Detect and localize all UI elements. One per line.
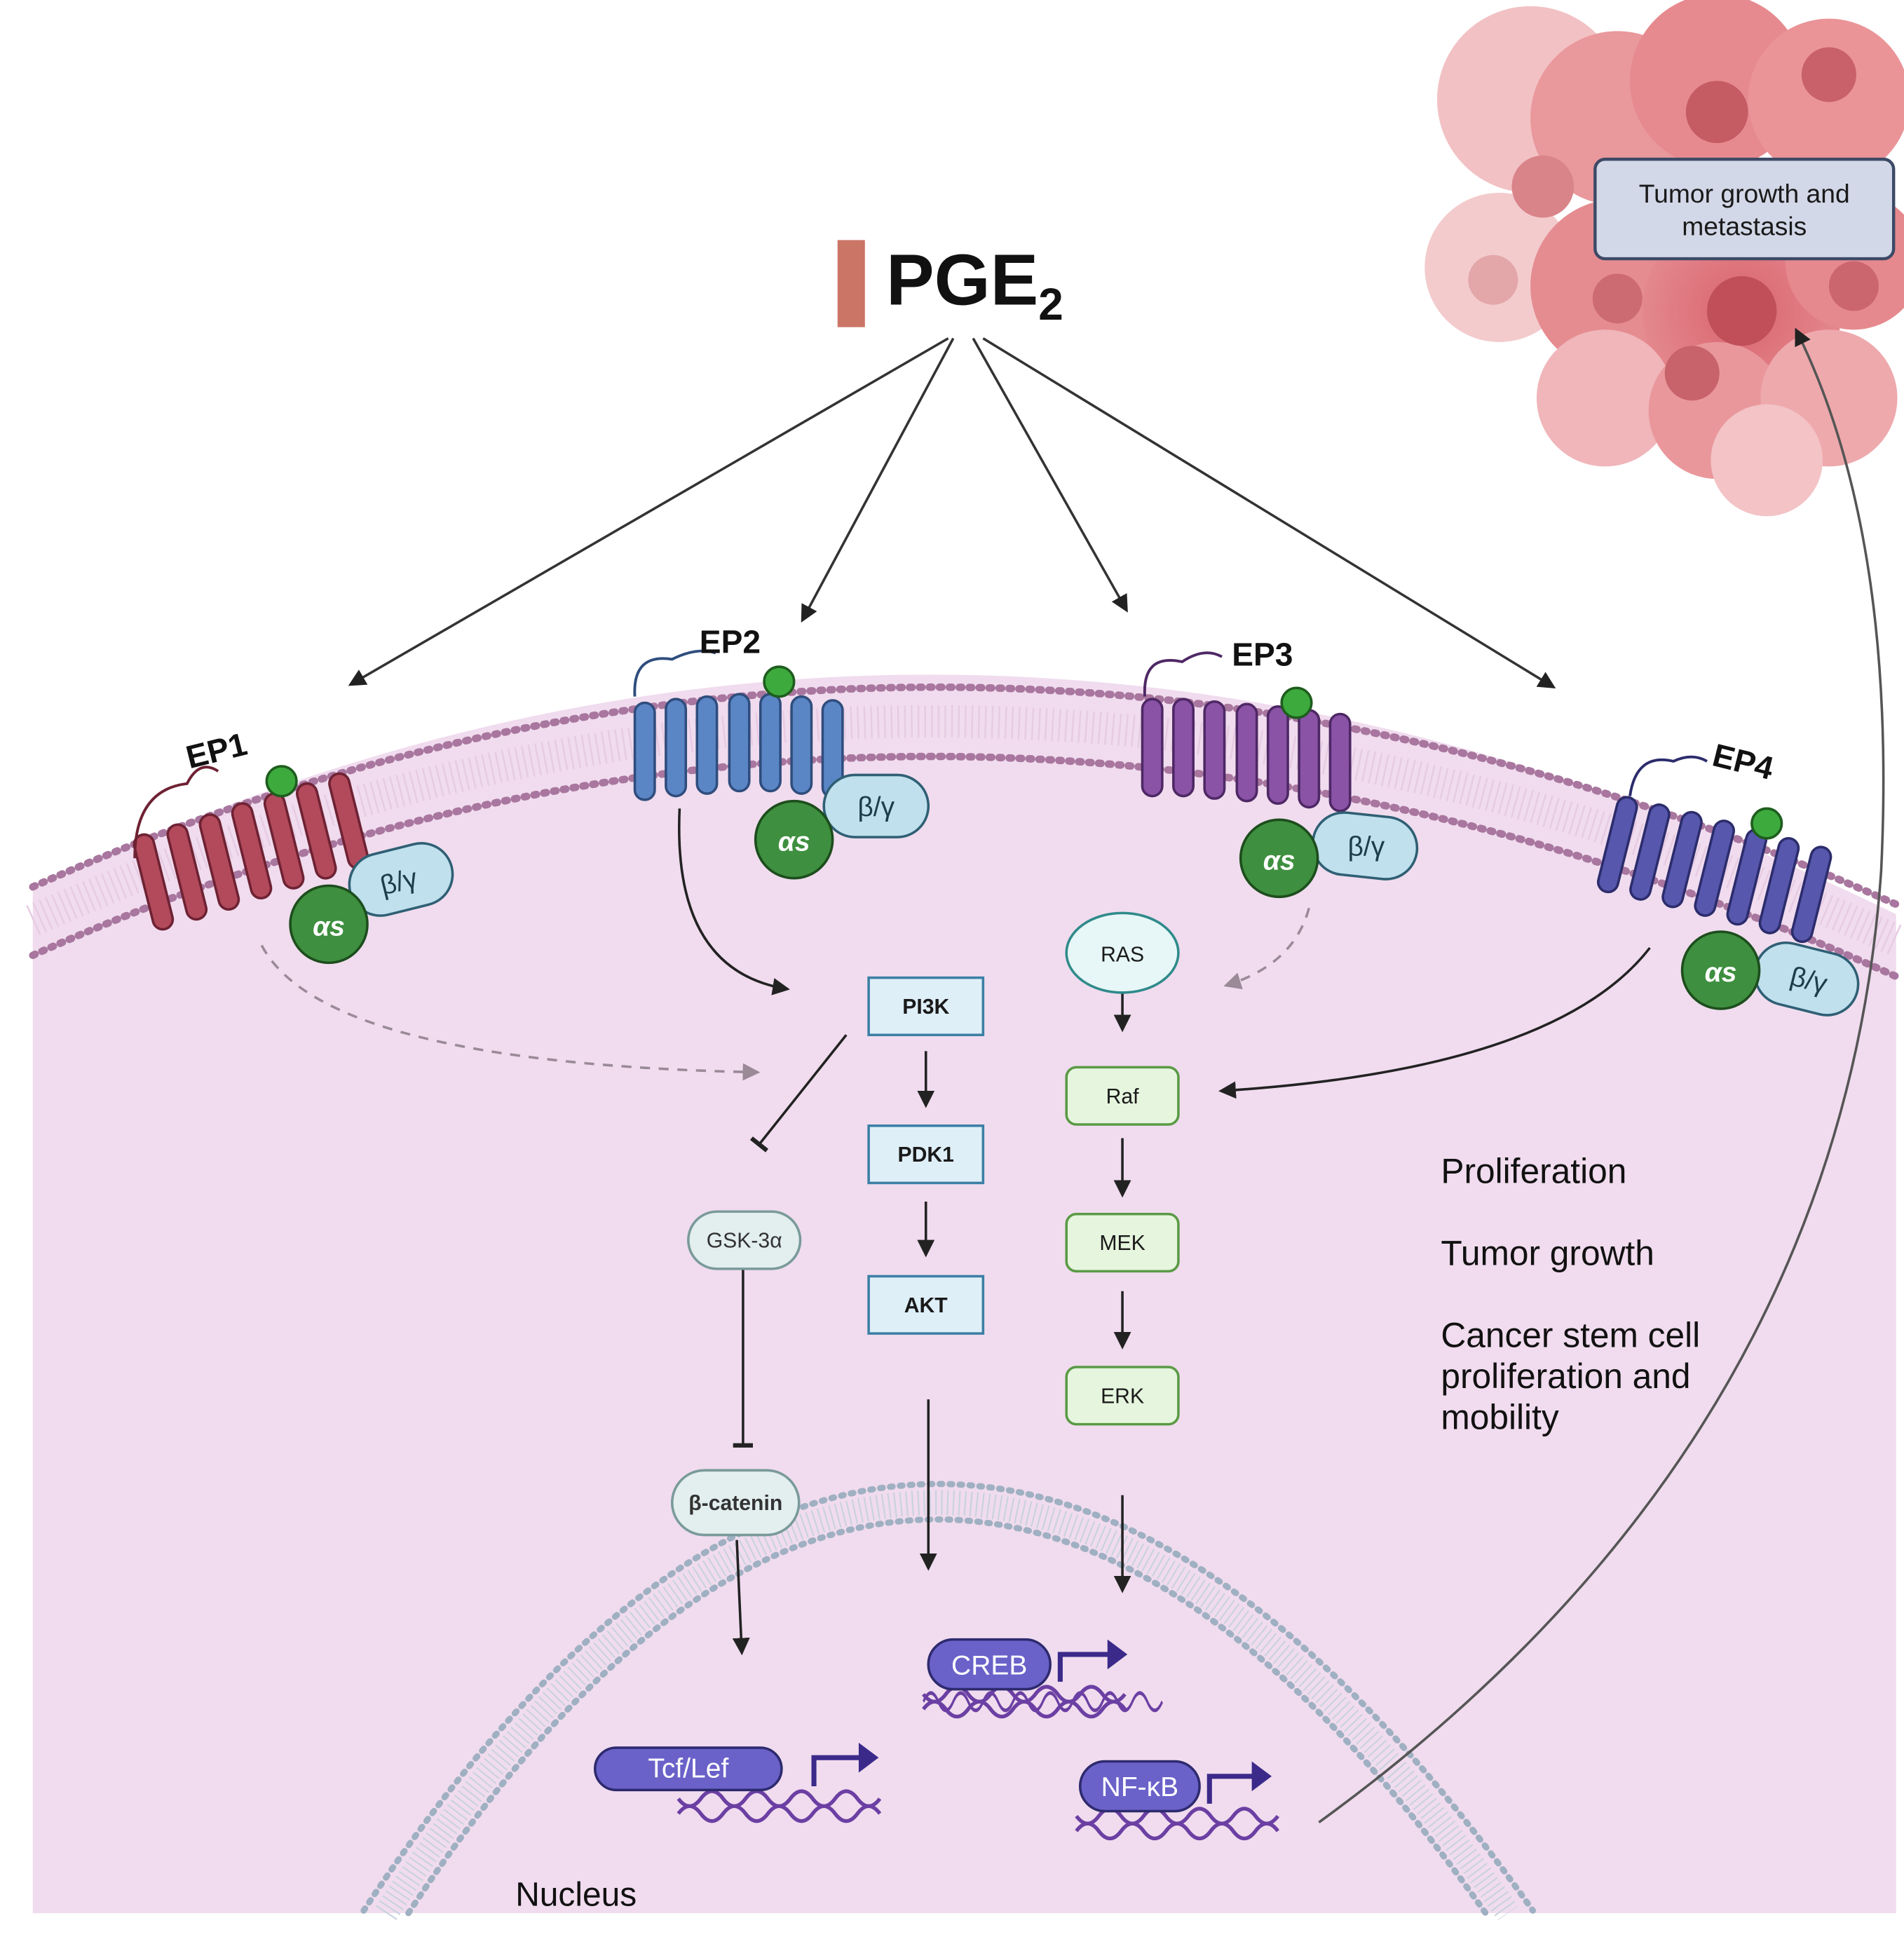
g-protein-ep1: β/γ αs	[289, 842, 454, 965]
node-pdk1: PDK1	[867, 1124, 985, 1185]
ep4-ligand-site	[1750, 807, 1783, 840]
nucleus-label: Nucleus	[515, 1876, 637, 1913]
outcome-proliferation: Proliferation	[1441, 1151, 1626, 1190]
pge2-label: PGE2	[886, 240, 1063, 329]
ep3-label: EP3	[1232, 636, 1293, 672]
svg-text:PDK1: PDK1	[898, 1143, 954, 1167]
ligand-arrows	[348, 337, 1556, 689]
tf-tcf-lef: Tcf/Lef	[593, 1742, 882, 1823]
ep3-ligand-site	[1280, 686, 1313, 719]
svg-text:αs: αs	[1705, 958, 1737, 988]
ep1-label: EP1	[182, 726, 250, 776]
ep2-label: EP2	[700, 624, 761, 660]
svg-text:αs: αs	[778, 827, 810, 857]
tumor-box-line2: metastasis	[1682, 211, 1807, 240]
outcome-csc-line2: proliferation and	[1441, 1357, 1690, 1396]
node-gsk3a: GSK-3α	[687, 1210, 802, 1270]
outcome-csc-line3: mobility	[1441, 1398, 1559, 1437]
svg-text:RAS: RAS	[1101, 944, 1144, 967]
node-mek: MEK	[1065, 1213, 1180, 1273]
ep4-label: EP4	[1709, 736, 1778, 787]
outcomes-list: Proliferation Tumor growth Cancer stem c…	[1441, 1151, 1700, 1436]
svg-text:GSK-3α: GSK-3α	[707, 1230, 782, 1253]
ep1-ligand-site	[265, 765, 298, 798]
g-protein-ep2: β/γ αs	[754, 773, 930, 880]
nuclear-membrane	[360, 1481, 1537, 1921]
ep3-receptor: EP3	[1141, 636, 1352, 813]
svg-text:CREB: CREB	[951, 1650, 1027, 1680]
svg-text:PI3K: PI3K	[902, 995, 949, 1019]
node-raf: Raf	[1065, 1066, 1180, 1126]
outcome-tumor-growth: Tumor growth	[1441, 1234, 1654, 1273]
svg-text:AKT: AKT	[904, 1294, 948, 1317]
svg-text:β/γ: β/γ	[1347, 832, 1385, 862]
ep2-receptor: EP2	[633, 624, 844, 801]
svg-text:αs: αs	[313, 911, 345, 942]
svg-text:αs: αs	[1263, 845, 1296, 876]
g-protein-ep4: β/γ αs	[1680, 930, 1860, 1017]
signaling-arrows	[260, 327, 1885, 1823]
svg-text:ERK: ERK	[1101, 1385, 1144, 1408]
tf-nf-kb: NF-κB	[1075, 1760, 1280, 1841]
tumor-box-line1: Tumor growth and	[1639, 179, 1850, 208]
outcome-csc-line1: Cancer stem cell	[1441, 1316, 1700, 1355]
node-erk: ERK	[1065, 1366, 1180, 1426]
node-beta-catenin: β-catenin	[670, 1469, 801, 1537]
ep2-ligand-site	[763, 665, 796, 698]
tumor-growth-box	[1593, 157, 1896, 261]
svg-text:β/γ: β/γ	[857, 792, 895, 822]
svg-text:Raf: Raf	[1106, 1085, 1140, 1108]
svg-text:Tcf/Lef: Tcf/Lef	[648, 1754, 728, 1784]
svg-text:NF-κB: NF-κB	[1101, 1772, 1179, 1802]
node-pi3k: PI3K	[867, 976, 985, 1037]
pge2-ligand-marker	[837, 240, 865, 327]
node-akt: AKT	[867, 1275, 985, 1335]
svg-text:β-catenin: β-catenin	[688, 1492, 782, 1515]
g-protein-ep3: β/γ αs	[1239, 811, 1419, 899]
ep4-receptor: EP4	[1597, 736, 1832, 944]
svg-text:MEK: MEK	[1099, 1232, 1145, 1255]
tf-creb: CREB	[922, 1638, 1163, 1719]
node-ras: RAS	[1065, 911, 1180, 994]
